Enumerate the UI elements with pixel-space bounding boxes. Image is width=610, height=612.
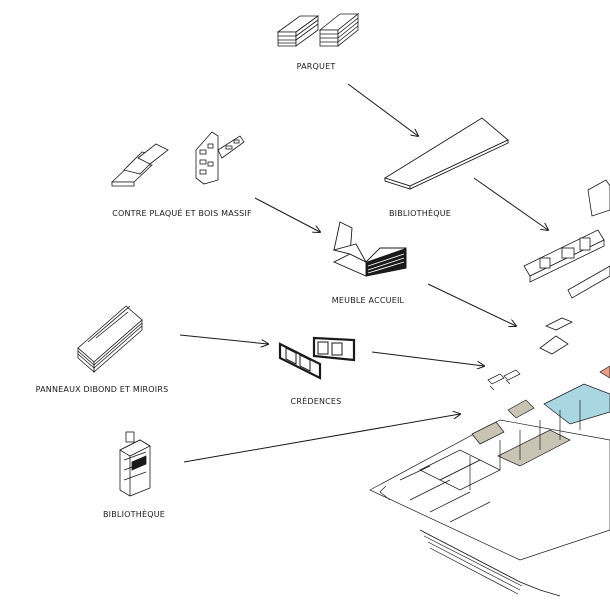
- arrow-parquet: [347, 83, 418, 136]
- arrows: [179, 83, 548, 463]
- label-parquet: PARQUET: [296, 62, 336, 71]
- arrow-credences: [371, 351, 484, 366]
- arrow-bibliotheque-top: [473, 177, 548, 230]
- credence-frames-icon: [278, 336, 356, 380]
- label-credences: CRÉDENCES: [290, 397, 342, 406]
- bookcase-cabinet-icon: [119, 431, 151, 497]
- parquet-planks-icon: [276, 13, 360, 47]
- bookcase-board-icon: [383, 117, 509, 190]
- reception-desk-icon: [332, 221, 407, 277]
- building-floor-plan: [369, 365, 610, 597]
- arrow-contre-plaque: [254, 197, 320, 232]
- label-contre-plaque: CONTRE PLAQUÉ ET BOIS MASSIF: [112, 209, 252, 218]
- label-meuble-accueil: MEUBLE ACCUEIL: [331, 296, 405, 305]
- arrow-bibliotheque-bottom: [183, 414, 460, 463]
- label-bibliotheque-top: BIBLIOTHÈQUE: [388, 209, 452, 218]
- label-panneaux: PANNEAUX DIBOND ET MIROIRS: [35, 385, 169, 394]
- bookcase-modules-icon: [523, 179, 610, 355]
- plywood-pieces-icon: [110, 131, 245, 187]
- arrow-panneaux: [179, 334, 268, 344]
- dibond-panels-icon: [77, 305, 143, 373]
- arrow-meuble-accueil: [427, 283, 516, 326]
- label-bibliotheque-bottom: BIBLIOTHÈQUE: [102, 510, 166, 519]
